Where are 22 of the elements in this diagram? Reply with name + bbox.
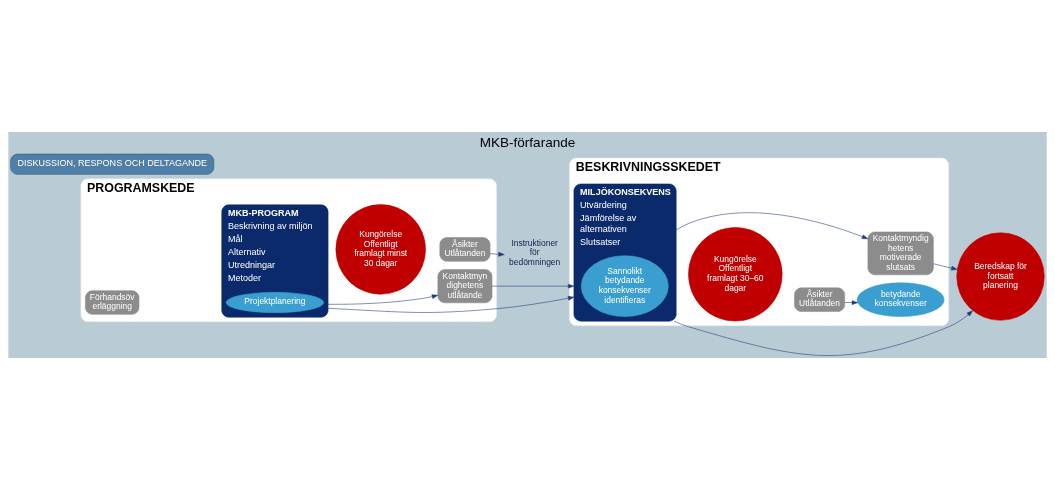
node-circle: Kungörelse Offentligt framlagt 30–60 dagar <box>688 227 783 322</box>
node-text: Instruktioner för bedömningen <box>509 237 561 267</box>
node-circle: Kungörelse Offentligt framlagt minst 30 dagar <box>335 204 426 295</box>
arrow <box>844 300 858 305</box>
diagram-title: MKB-förfarande <box>479 135 576 151</box>
node-box: Åsikter Utlåtanden <box>439 237 491 262</box>
node-box: Kontaktmyn dighetens utlåtande <box>437 269 493 304</box>
node-ellipse: Sannolikt betydande konsekvenser identifieras <box>580 255 669 317</box>
node-box: DISKUSSION, RESPONS OCH DELTAGANDE <box>10 153 215 175</box>
node-circle: Beredskap för fortsatt planering <box>956 232 1045 321</box>
arrow <box>675 212 869 240</box>
node-ellipse: betydande konsekvenser <box>856 282 945 317</box>
node-ellipse: Projektplanering <box>225 292 324 313</box>
arrow <box>327 294 439 305</box>
arrow <box>491 283 575 289</box>
arrow <box>327 296 575 313</box>
arrow <box>933 263 958 271</box>
arrow <box>489 252 505 257</box>
arrow <box>673 310 973 356</box>
node-box: Kontaktmyndig hetens motiverade slutsats <box>867 231 934 276</box>
node-box: Åsikter Utlåtanden <box>794 287 845 312</box>
node-box: Förhandsöv erläggning <box>85 290 140 315</box>
